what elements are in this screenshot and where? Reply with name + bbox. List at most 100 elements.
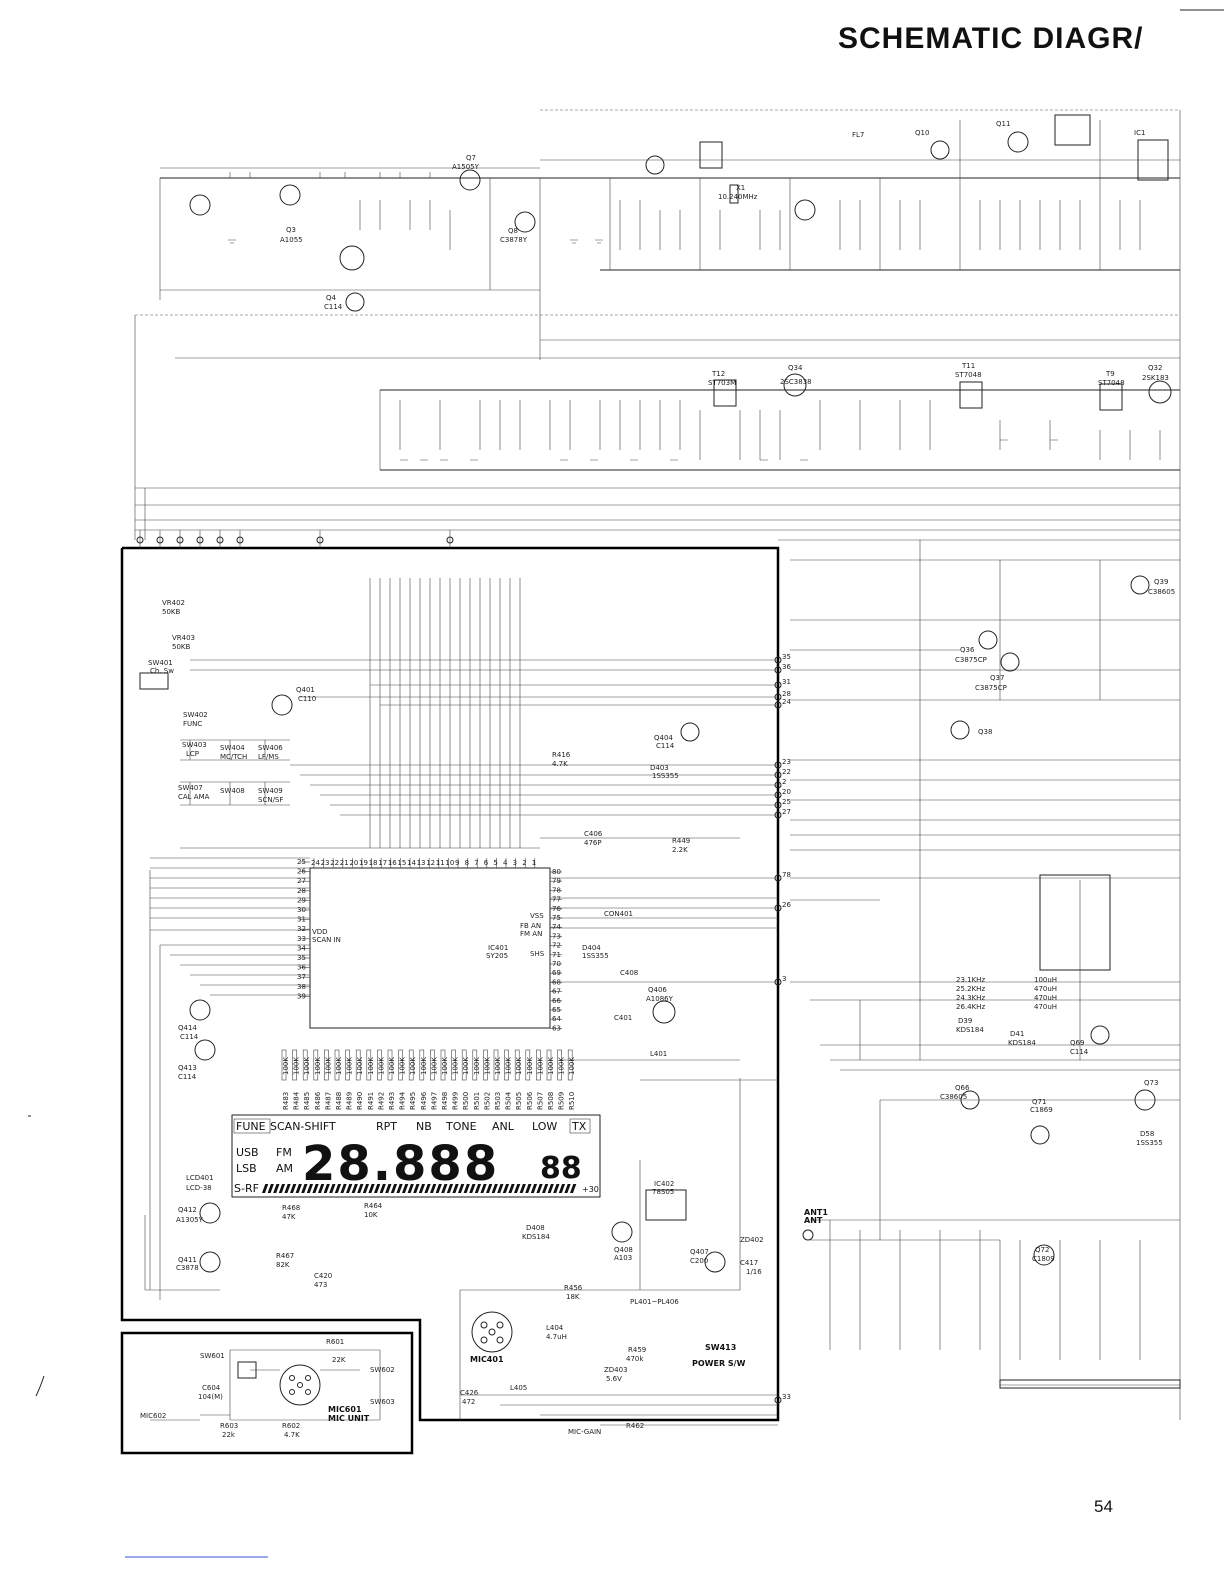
- resistor-array-value: 100K: [526, 1057, 534, 1075]
- resistor-array-label: R503: [494, 1092, 502, 1110]
- resistor-array-label: R485: [303, 1092, 311, 1110]
- resistor-array: R483100KR484100KR485100KR486100KR487100K…: [281, 1049, 576, 1110]
- part-q66: C38605: [940, 1093, 967, 1101]
- connector-pin-number: 27: [782, 808, 791, 816]
- ref-q404: Q404: [654, 734, 673, 742]
- lcd-annunciator: SCAN-SHIFT: [270, 1120, 336, 1133]
- part-q404: C114: [656, 742, 675, 750]
- ic401-pin-top: 12: [426, 859, 435, 867]
- ic401-pin-right: 79: [552, 877, 561, 885]
- ref-q10: Q10: [915, 129, 929, 137]
- connector-pin-number: 20: [782, 788, 791, 796]
- part-q72: C1809: [1032, 1255, 1055, 1263]
- component-label: R464: [364, 1202, 383, 1210]
- resistor-array-value: 100K: [335, 1057, 343, 1075]
- sw408-ref: SW408: [220, 787, 245, 795]
- mic601-connector: [279, 1364, 321, 1406]
- ic401-pin-right: 67: [552, 988, 561, 996]
- resistor-array-value: 100K: [536, 1057, 544, 1075]
- part-q69: C114: [1070, 1048, 1089, 1056]
- part-d41: KDS184: [1008, 1039, 1036, 1047]
- lcd-annunciator: TONE: [445, 1120, 477, 1133]
- ref-q406: Q406: [648, 986, 667, 994]
- ic401-pin-top: 10: [445, 859, 454, 867]
- component-label: R456: [564, 1284, 583, 1292]
- ic401-pin-top: 17: [378, 859, 387, 867]
- ic401-pin-left: 35: [297, 954, 306, 962]
- top-rf-section: Q3 A1055 Q4 C114 Q7 A1505Y Q8 C3878Y Q10…: [134, 109, 1181, 1420]
- resistor-array-value: 100K: [346, 1057, 354, 1075]
- lcd-frequency-digits: 28.888: [302, 1136, 499, 1192]
- component-label: R416: [552, 751, 571, 759]
- component-label: R449: [672, 837, 690, 845]
- coil-value: 470uH: [1034, 1003, 1057, 1011]
- part-q412: A1305Y: [176, 1216, 204, 1224]
- resistor-array-value: 100K: [409, 1057, 417, 1075]
- ref-q72: Q72: [1035, 1246, 1049, 1254]
- mic401-jack: [471, 1311, 513, 1353]
- ref-q34: Q34: [788, 364, 803, 372]
- r602-ref: R602: [282, 1422, 300, 1430]
- antenna-connector: [802, 1229, 814, 1241]
- component-label: 4.7uH: [546, 1333, 567, 1341]
- vr403-ref: VR403: [172, 634, 195, 642]
- ic401-pin-top: 7: [474, 859, 478, 867]
- resistor-array-value: 100K: [558, 1057, 566, 1075]
- lcd-annunciator: RPT: [376, 1120, 397, 1133]
- coil-value: 100uH: [1034, 976, 1057, 984]
- resistor-array-value: 100K: [388, 1057, 396, 1075]
- lcd-annunciator: LOW: [532, 1120, 557, 1133]
- resistor-array-value: 100K: [314, 1057, 322, 1075]
- connector-pin: [774, 811, 782, 819]
- ic401-pin-right: 71: [552, 951, 561, 959]
- ic401-pin-top: 3: [513, 859, 517, 867]
- part-q413: C114: [178, 1073, 197, 1081]
- ic401-pin-right: 63: [552, 1024, 561, 1032]
- resistor-array-value: 100K: [462, 1057, 470, 1075]
- ic401-pin-left: 39: [297, 992, 306, 1000]
- sw409-label: SCN/SF: [258, 796, 283, 804]
- sw402-ref: SW402: [183, 711, 208, 719]
- ic401-pin-top: 14: [407, 859, 416, 867]
- r603-value: 22k: [222, 1431, 236, 1439]
- resistor-array-label: R484: [293, 1091, 301, 1110]
- part-q408: A103: [614, 1254, 632, 1262]
- resistor-array-value: 100K: [399, 1057, 407, 1075]
- ref-q71: Q71: [1032, 1098, 1046, 1106]
- sw601-ref: SW601: [200, 1352, 225, 1360]
- ref-q37: Q37: [990, 674, 1004, 682]
- resistor-array-label: R505: [515, 1092, 523, 1110]
- mic601-ref: MIC601: [328, 1405, 362, 1414]
- filter-block: [1039, 874, 1111, 971]
- resistor-array-label: R509: [558, 1092, 566, 1110]
- ic401-pin-top: 11: [436, 859, 445, 867]
- resistor-array-label: R489: [346, 1092, 354, 1110]
- frequency-label: 24.3KHz: [956, 994, 985, 1002]
- control-panel-section: IC401 SY205 2526272829303132333435363738…: [120, 530, 791, 1455]
- ref-q408: Q408: [614, 1246, 633, 1254]
- ic401-part: SY205: [486, 952, 508, 960]
- resistor-array-label: R497: [430, 1092, 438, 1110]
- sw403-ref: SW403: [182, 741, 207, 749]
- ic401-pin-left: 25: [297, 858, 306, 866]
- ic401-pin-left: 28: [297, 887, 306, 895]
- resistor-array-label: R506: [526, 1091, 534, 1110]
- ref-q11: Q11: [996, 120, 1010, 128]
- component-label: 47K: [282, 1213, 296, 1221]
- resistor-array-label: R501: [473, 1092, 481, 1110]
- resistor-array-value: 100K: [324, 1057, 332, 1075]
- vr403-value: 50KB: [172, 643, 190, 651]
- part-q4: C114: [324, 303, 343, 311]
- ant-ref: ANT1: [804, 1208, 828, 1217]
- r601-ref: R601: [326, 1338, 344, 1346]
- part-q39: C38605: [1148, 588, 1175, 596]
- lcd-fm: FM: [276, 1146, 292, 1159]
- resistor-array-label: R493: [388, 1092, 396, 1110]
- ic401-pin-top: 4: [503, 859, 508, 867]
- part-x1: 10.240MHz: [718, 193, 758, 201]
- ic402-ref: IC402: [654, 1180, 674, 1188]
- ant-sub: ANT: [804, 1216, 823, 1225]
- frequency-label: 23.1KHz: [956, 976, 985, 984]
